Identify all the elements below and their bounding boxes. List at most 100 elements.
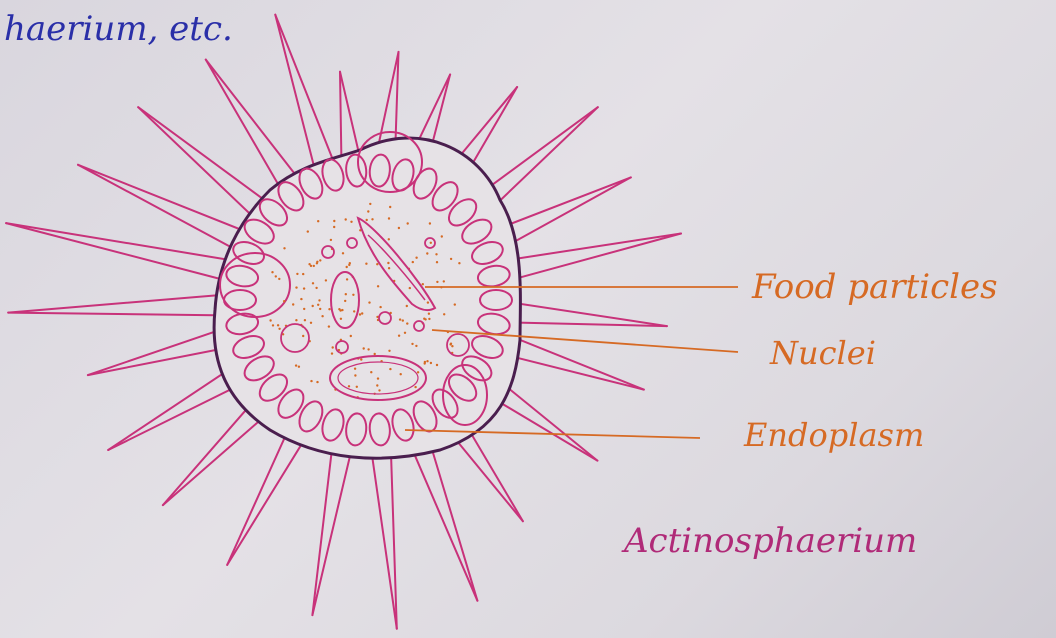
- granule: [325, 279, 327, 281]
- granule: [356, 386, 358, 388]
- granule: [345, 218, 347, 220]
- page-fragment-text: haerium, etc.: [4, 9, 233, 49]
- cell-body: [214, 132, 520, 458]
- granule: [295, 319, 297, 321]
- granule: [271, 271, 273, 273]
- granule: [315, 287, 317, 289]
- granule: [450, 343, 452, 345]
- granule: [426, 360, 428, 362]
- granule: [333, 220, 335, 222]
- granule: [345, 293, 347, 295]
- granule: [407, 222, 409, 224]
- granule: [368, 301, 370, 303]
- granule: [365, 263, 367, 265]
- granule: [302, 273, 304, 275]
- granule: [348, 385, 350, 387]
- granule: [409, 287, 411, 289]
- granule: [379, 306, 381, 308]
- granule: [388, 217, 390, 219]
- granule: [406, 322, 408, 324]
- granule: [316, 381, 318, 383]
- granule: [278, 278, 280, 280]
- granule: [352, 294, 354, 296]
- granule: [363, 347, 365, 349]
- granule: [332, 346, 334, 348]
- granule: [344, 300, 346, 302]
- granule: [443, 313, 445, 315]
- granule: [272, 324, 274, 326]
- granule: [377, 377, 379, 379]
- granule: [313, 265, 315, 267]
- spine-line: [138, 107, 265, 228]
- spine-line: [6, 223, 244, 285]
- granule: [296, 273, 298, 275]
- granule: [451, 345, 453, 347]
- granule: [424, 361, 426, 363]
- granule: [376, 384, 378, 386]
- granule: [366, 219, 368, 221]
- label-endoplasm: Endoplasm: [743, 416, 924, 454]
- granule: [269, 319, 271, 321]
- granule: [361, 312, 363, 314]
- spine-line: [275, 15, 319, 185]
- granule: [349, 262, 351, 264]
- granule: [317, 220, 319, 222]
- granule: [295, 364, 297, 366]
- granule: [312, 282, 314, 284]
- granule: [374, 353, 376, 355]
- granule: [278, 328, 280, 330]
- granule: [303, 287, 305, 289]
- granule: [308, 263, 310, 265]
- granule: [310, 380, 312, 382]
- granule: [331, 352, 333, 354]
- granule: [303, 308, 305, 310]
- granule: [275, 275, 277, 277]
- granule: [283, 247, 285, 249]
- granule: [350, 335, 352, 337]
- spine-line: [206, 60, 289, 204]
- granule: [436, 281, 438, 283]
- granule: [441, 235, 443, 237]
- granule: [295, 286, 297, 288]
- granule: [428, 318, 430, 320]
- granule: [304, 319, 306, 321]
- granule: [399, 318, 401, 320]
- granule: [389, 368, 391, 370]
- granule: [415, 257, 417, 259]
- diagram-title: Actinosphaerium: [621, 521, 917, 561]
- granule: [426, 252, 428, 254]
- granule: [321, 315, 323, 317]
- granule: [411, 343, 413, 345]
- spine-line: [8, 313, 244, 316]
- granule: [346, 278, 348, 280]
- granule: [350, 221, 352, 223]
- granule: [328, 308, 330, 310]
- granule: [415, 345, 417, 347]
- granule: [388, 238, 390, 240]
- granule: [346, 266, 348, 268]
- granule: [319, 259, 321, 261]
- granule: [443, 280, 445, 282]
- granule: [339, 309, 341, 311]
- spine-line: [6, 223, 249, 263]
- granule: [377, 285, 379, 287]
- granule: [378, 389, 380, 391]
- granule: [310, 322, 312, 324]
- granule: [340, 318, 342, 320]
- granule: [398, 335, 400, 337]
- granule: [342, 252, 344, 254]
- granule: [360, 358, 362, 360]
- granule: [353, 310, 355, 312]
- granule: [300, 298, 302, 300]
- granule: [458, 262, 460, 264]
- granule: [422, 283, 424, 285]
- granule: [369, 203, 371, 205]
- spine-line: [138, 107, 280, 211]
- granule: [430, 362, 432, 364]
- granule: [317, 304, 319, 306]
- granule: [333, 226, 335, 228]
- granule: [359, 313, 361, 315]
- granule: [312, 305, 314, 307]
- granule: [423, 318, 425, 320]
